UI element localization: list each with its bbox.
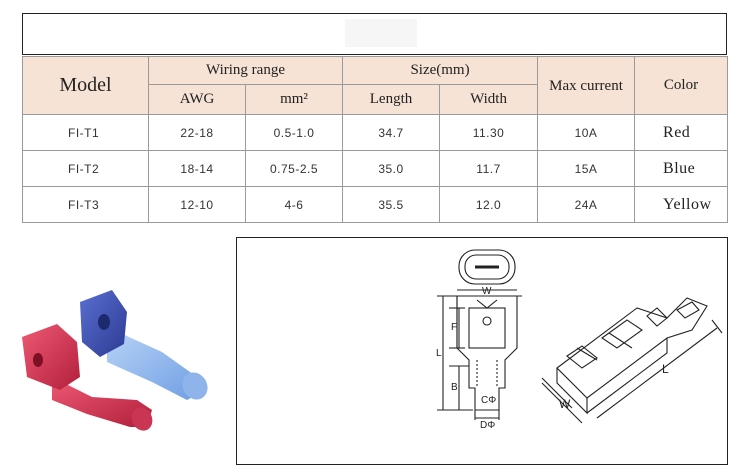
label-w-bottom: W [559,397,571,411]
cell-color: Blue [634,150,729,187]
cell-awg: 22-18 [148,114,246,151]
header-max-current: Max current [537,56,636,115]
cell-width: 11.7 [439,150,539,187]
header-size: Size(mm) [342,56,539,85]
spec-table: Model Wiring range Size(mm) Max current … [22,56,729,223]
table-row: FI-T2 18-14 0.75-2.5 35.0 11.7 15A Blue [22,150,729,187]
table-row: FI-T3 12-10 4-6 35.5 12.0 24A Yellow [22,186,729,223]
label-c-phi: CΦ [481,395,496,406]
red-connector [22,324,153,431]
table-header-row: Model Wiring range Size(mm) Max current … [22,56,729,115]
cell-model: FI-T3 [22,186,149,223]
label-d-phi: DΦ [480,420,495,431]
cell-mm2: 0.5-1.0 [244,114,344,151]
cell-width: 12.0 [439,186,539,223]
cell-length: 35.0 [342,150,441,187]
header-width: Width [439,84,539,115]
cell-width: 11.30 [439,114,539,151]
cell-length: 34.7 [342,114,441,151]
isometric-view [541,297,723,424]
diagram-drawing: W F L B CΦ DΦ L W [436,249,723,431]
title-banner [22,13,727,55]
product-photo [22,290,208,431]
cell-awg: 12-10 [148,186,246,223]
label-l-right: L [662,362,669,376]
cell-color: Yellow [634,186,729,223]
cell-current: 15A [537,150,636,187]
cell-mm2: 0.75-2.5 [244,150,344,187]
table-subheader-row: AWG mm² Length Width [23,84,728,115]
blue-connector [80,290,208,400]
cell-color: Red [634,114,729,151]
header-model: Model [22,56,149,115]
front-view [437,249,522,420]
cell-model: FI-T2 [22,150,149,187]
label-b: B [451,382,458,393]
label-w-top: W [482,286,492,297]
table-row: FI-T1 22-18 0.5-1.0 34.7 11.30 10A Red [22,114,729,151]
cell-awg: 18-14 [148,150,246,187]
label-f: F [451,322,457,333]
header-color: Color [634,56,729,115]
cell-model: FI-T1 [22,114,149,151]
banner-placeholder [345,19,417,47]
header-wiring-range: Wiring range [147,56,344,85]
cell-current: 10A [537,114,636,151]
header-length: Length [342,84,441,115]
dimension-diagram: W F L B CΦ DΦ L W [236,237,728,465]
label-l-left: L [436,348,442,359]
header-awg: AWG [148,84,246,115]
header-mm2: mm² [244,84,344,115]
cell-mm2: 4-6 [244,186,344,223]
cell-current: 24A [537,186,636,223]
cell-length: 35.5 [342,186,441,223]
